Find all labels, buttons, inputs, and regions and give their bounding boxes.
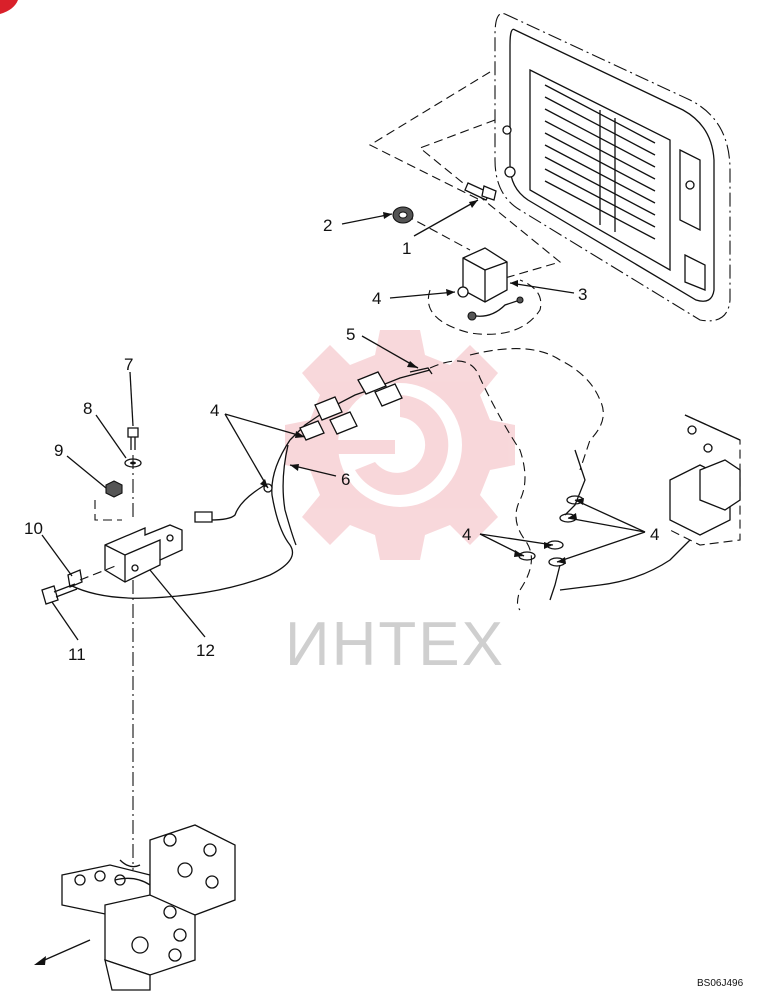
callout-4-left: 4 xyxy=(462,525,471,544)
leader-lines xyxy=(41,199,646,641)
corner-mark xyxy=(0,0,18,14)
right-module xyxy=(518,414,741,601)
watermark-text: ИНТЕХ xyxy=(285,610,505,679)
callout-1: 1 xyxy=(402,239,411,258)
radiator-panel xyxy=(494,12,731,322)
hydraulic-block xyxy=(61,824,236,991)
callout-11: 11 xyxy=(68,645,86,664)
part-7-bolt xyxy=(127,427,139,450)
part-9-nut xyxy=(105,480,123,498)
callout-5: 5 xyxy=(346,325,355,344)
part-11-bolt xyxy=(41,583,78,605)
callout-10: 10 xyxy=(24,519,43,538)
callout-4-harness: 4 xyxy=(210,401,219,420)
figure-code: BS06J496 xyxy=(697,978,744,989)
part-12-bracket xyxy=(104,524,183,583)
leader-arrowheads xyxy=(260,200,584,564)
part-3-switch xyxy=(427,247,542,335)
part-2-nut xyxy=(392,206,414,224)
harness-6 xyxy=(69,439,297,599)
callout-7: 7 xyxy=(124,355,133,374)
callout-4-switch: 4 xyxy=(372,289,381,308)
watermark-gear xyxy=(285,330,515,560)
callout-6: 6 xyxy=(341,470,350,489)
part-1-screw xyxy=(464,182,497,201)
callout-9: 9 xyxy=(54,441,63,460)
callout-12: 12 xyxy=(196,641,215,660)
callout-3: 3 xyxy=(578,285,587,304)
callout-8: 8 xyxy=(83,399,92,418)
direction-arrow xyxy=(34,939,91,965)
callout-2: 2 xyxy=(323,216,332,235)
harness-5 xyxy=(289,348,604,611)
callout-4-right: 4 xyxy=(650,525,659,544)
